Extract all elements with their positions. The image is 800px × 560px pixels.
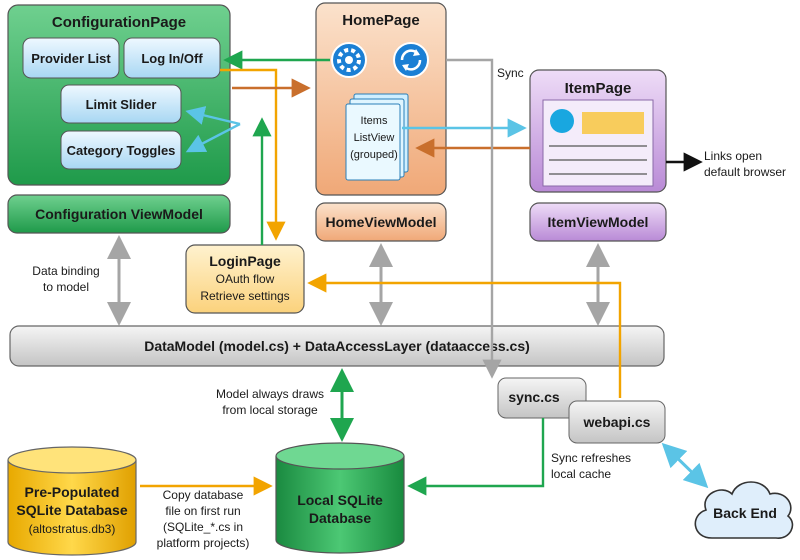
login-page-title: LoginPage bbox=[209, 253, 281, 269]
sync-cs-label: sync.cs bbox=[508, 389, 560, 405]
note-sync-refreshes-2: local cache bbox=[551, 467, 611, 481]
back-end-label: Back End bbox=[713, 505, 777, 521]
note-copy-db-2: file on first run bbox=[165, 504, 240, 518]
item-image-placeholder bbox=[550, 109, 574, 133]
log-in-off-button[interactable]: Log In/Off bbox=[123, 37, 221, 79]
local-db-line-2: Database bbox=[309, 510, 371, 526]
note-copy-db-3: (SQLite_*.cs in bbox=[163, 520, 243, 534]
webapi-cs-label: webapi.cs bbox=[583, 414, 651, 430]
note-data-binding-2: to model bbox=[43, 280, 89, 294]
prepopulated-db-line-3: (altostratus.db3) bbox=[29, 522, 116, 536]
configuration-viewmodel-label: Configuration ViewModel bbox=[35, 206, 203, 222]
provider-list-button[interactable]: Provider List bbox=[22, 37, 120, 79]
note-links-open-2: default browser bbox=[704, 165, 786, 179]
note-links-open-1: Links open bbox=[704, 149, 762, 163]
configuration-viewmodel: Configuration ViewModel bbox=[7, 194, 231, 234]
category-toggles[interactable]: Category Toggles bbox=[60, 130, 182, 170]
items-listview-line-2: ListView bbox=[354, 132, 395, 144]
arrow-webapi-to-loginpage bbox=[307, 273, 622, 398]
items-listview[interactable]: Items ListView (grouped) bbox=[345, 93, 409, 181]
item-viewmodel-label: ItemViewModel bbox=[548, 214, 649, 230]
arrow-home-sync bbox=[446, 58, 502, 379]
item-page: ItemPage bbox=[529, 69, 667, 193]
prepopulated-db-line-1: Pre-Populated bbox=[25, 484, 120, 500]
login-page[interactable]: LoginPage OAuth flow Retrieve settings bbox=[185, 244, 305, 314]
note-sync: Sync bbox=[497, 66, 524, 80]
item-page-title: ItemPage bbox=[565, 80, 632, 97]
login-page-line-2: Retrieve settings bbox=[200, 289, 289, 303]
arrow-listview-to-slider bbox=[185, 106, 241, 126]
arrow-sync-to-localdb bbox=[407, 418, 545, 496]
note-copy-db-4: platform projects) bbox=[157, 536, 250, 550]
item-viewmodel: ItemViewModel bbox=[529, 202, 667, 242]
prepopulated-db-line-2: SQLite Database bbox=[16, 502, 127, 518]
limit-slider[interactable]: Limit Slider bbox=[60, 84, 182, 124]
provider-list-label: Provider List bbox=[31, 51, 111, 66]
arrow-slider-to-category bbox=[185, 122, 241, 153]
home-viewmodel-label: HomeViewModel bbox=[326, 214, 437, 230]
login-page-line-1: OAuth flow bbox=[216, 272, 275, 286]
webapi-cs: webapi.cs bbox=[568, 400, 666, 444]
item-title-placeholder bbox=[582, 112, 644, 134]
sync-cs: sync.cs bbox=[497, 377, 587, 419]
refresh-icon[interactable] bbox=[393, 42, 429, 78]
log-in-off-label: Log In/Off bbox=[141, 51, 203, 66]
arrow-webapi-backend bbox=[661, 442, 709, 489]
category-toggles-label: Category Toggles bbox=[67, 143, 176, 158]
note-copy-db-1: Copy database bbox=[163, 488, 244, 502]
limit-slider-label: Limit Slider bbox=[86, 97, 157, 112]
note-model-draws-1: Model always draws bbox=[216, 387, 324, 401]
gear-icon[interactable] bbox=[331, 42, 367, 78]
prepopulated-database: Pre-Populated SQLite Database (altostrat… bbox=[7, 446, 137, 556]
items-listview-line-1: Items bbox=[361, 115, 388, 127]
home-page-title: HomePage bbox=[342, 12, 420, 29]
local-db-line-1: Local SQLite bbox=[297, 492, 383, 508]
configuration-page-title: ConfigurationPage bbox=[52, 14, 186, 31]
arrow-login-toggle-to-loginpage bbox=[220, 68, 286, 241]
home-viewmodel: HomeViewModel bbox=[315, 202, 447, 242]
note-data-binding-1: Data binding bbox=[32, 264, 99, 278]
back-end-cloud: Back End bbox=[694, 481, 794, 539]
note-sync-refreshes-1: Sync refreshes bbox=[551, 451, 631, 465]
data-access-layer-label: DataModel (model.cs) + DataAccessLayer (… bbox=[144, 338, 530, 354]
items-listview-line-3: (grouped) bbox=[350, 149, 398, 161]
note-model-draws-2: from local storage bbox=[222, 403, 318, 417]
local-sqlite-database: Local SQLite Database bbox=[275, 442, 405, 554]
data-access-layer: DataModel (model.cs) + DataAccessLayer (… bbox=[9, 325, 665, 367]
